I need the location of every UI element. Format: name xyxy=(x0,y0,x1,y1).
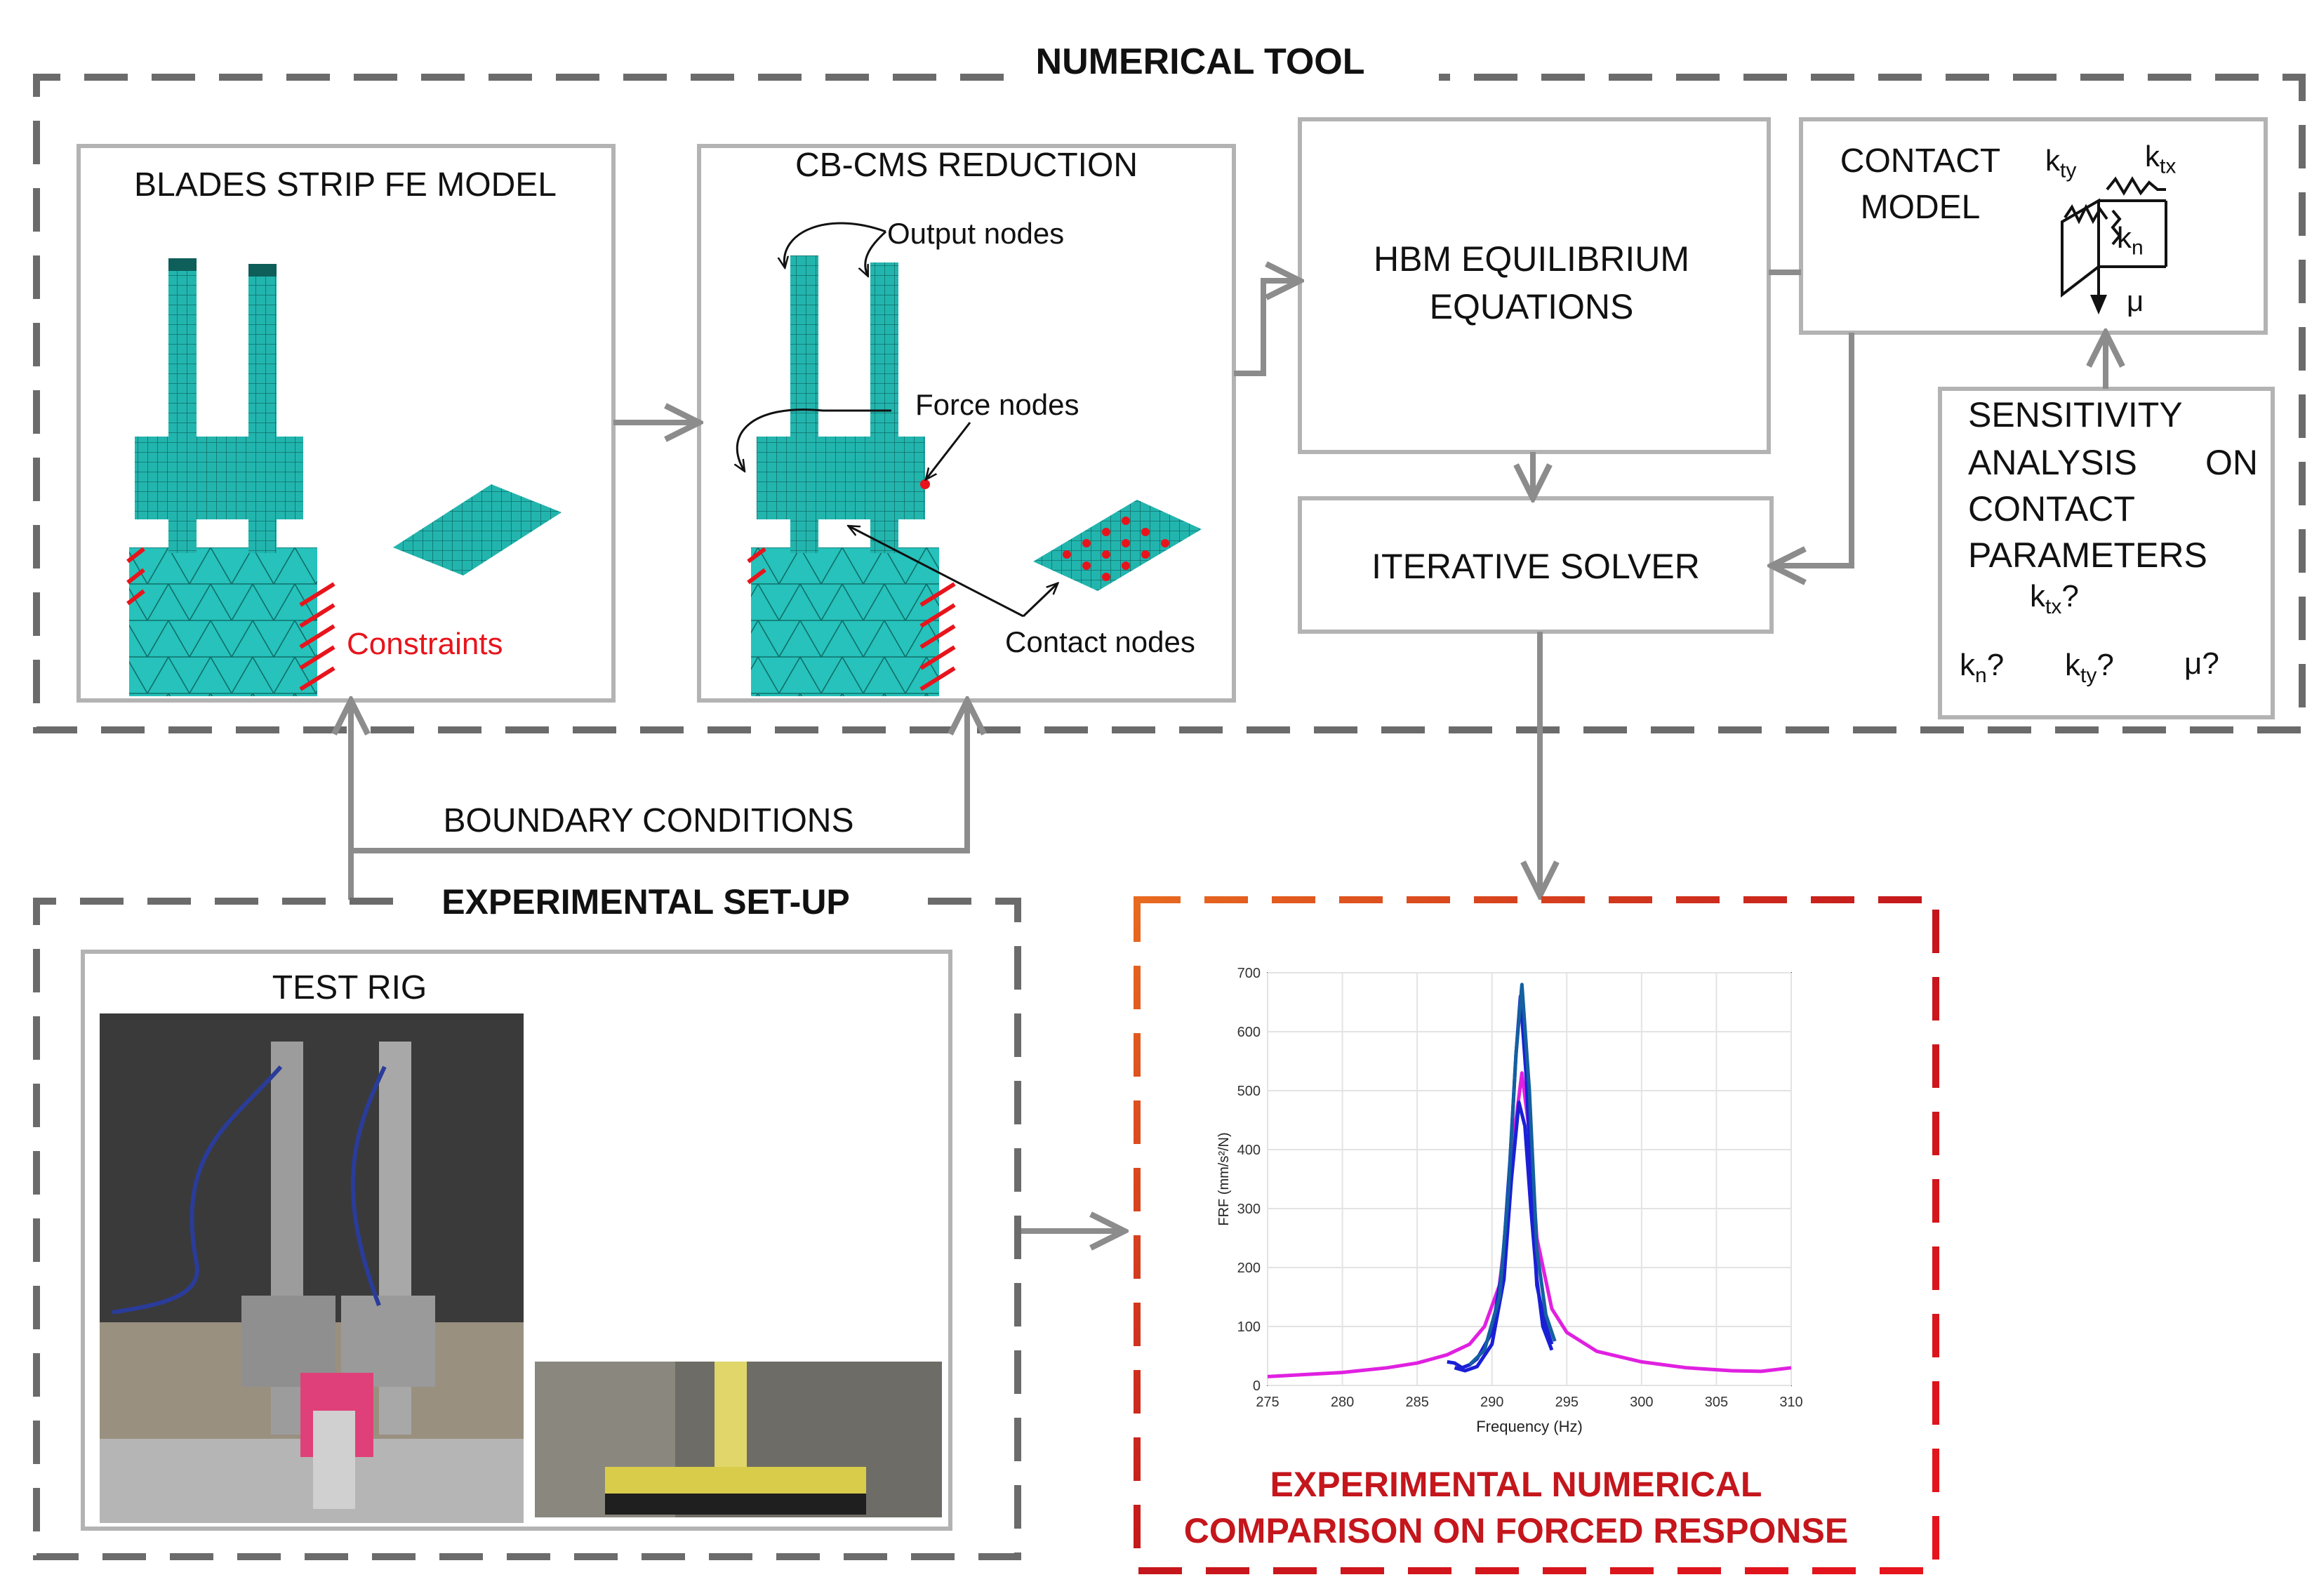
kn-label: kn xyxy=(2117,221,2144,260)
sensitivity-line4: PARAMETERS xyxy=(1968,536,2207,575)
y-tick-label: 300 xyxy=(1237,1202,1261,1217)
cbcms-mesh xyxy=(737,222,1202,696)
y-tick-label: 500 xyxy=(1237,1084,1261,1099)
y-tick-label: 400 xyxy=(1237,1143,1261,1158)
q-kn: kn? xyxy=(1960,648,2005,687)
hbm-box xyxy=(1298,117,1771,454)
contact-nodes-label: Contact nodes xyxy=(1005,625,1195,658)
kty-label: kty xyxy=(2045,144,2077,182)
x-tick-label: 310 xyxy=(1779,1395,1802,1410)
frf-ylabel: FRF (mm/s²/N) xyxy=(1216,1132,1232,1225)
contact-model-line1: CONTACT xyxy=(1840,142,2001,180)
contact-model-box xyxy=(1799,117,2268,335)
numerical-tool-frame xyxy=(33,74,2306,733)
x-tick-label: 300 xyxy=(1630,1395,1653,1410)
arrow-contact-to-solver xyxy=(1776,333,1854,566)
q-kty: kty? xyxy=(2065,648,2114,687)
y-tick-label: 700 xyxy=(1237,966,1261,981)
numerical-tool-title: NUMERICAL TOOL xyxy=(1035,41,1365,82)
q-ktx: ktx? xyxy=(2030,579,2079,618)
comparison-frame xyxy=(1134,896,1939,1574)
hbm-line1: HBM EQUILIBRIUM xyxy=(1373,239,1690,279)
output-nodes-label: Output nodes xyxy=(887,217,1065,250)
frf-chart: 275 280 285 290 295 300 305 310 0 100 200 300 400 500… xyxy=(1216,966,1803,1435)
iterative-solver-label: ITERATIVE SOLVER xyxy=(1371,547,1700,586)
mu-label: μ xyxy=(2127,284,2144,317)
frf-series-line-3 xyxy=(1454,1100,1554,1373)
comparison-line1: EXPERIMENTAL NUMERICAL xyxy=(1270,1465,1762,1504)
frf-series-line-4 xyxy=(1468,983,1557,1366)
hbm-line2: EQUATIONS xyxy=(1429,287,1634,326)
x-tick-label: 275 xyxy=(1256,1395,1279,1410)
arrow-boundary-conditions xyxy=(348,705,967,900)
contact-detail-photo xyxy=(535,1362,942,1517)
q-mu: μ? xyxy=(2184,646,2219,681)
x-tick-label: 280 xyxy=(1331,1395,1354,1410)
sensitivity-line2b: ON xyxy=(2205,443,2258,482)
contact-model-line2: MODEL xyxy=(1860,189,1981,226)
sensitivity-line3: CONTACT xyxy=(1968,489,2135,528)
constraints-label: Constraints xyxy=(347,627,503,661)
boundary-conditions-label: BOUNDARY CONDITIONS xyxy=(443,802,854,839)
solver-box xyxy=(1298,496,1774,634)
y-tick-label: 200 xyxy=(1237,1261,1261,1276)
contact-spring-icon xyxy=(2061,176,2167,309)
ktx-label: ktx xyxy=(2145,140,2177,178)
y-tick-label: 0 xyxy=(1253,1378,1261,1394)
frf-series-line-1 xyxy=(1267,1071,1792,1378)
fe-model-title: BLADES STRIP FE MODEL xyxy=(134,166,557,204)
x-tick-label: 290 xyxy=(1480,1395,1503,1410)
fe-model-mesh xyxy=(126,258,562,696)
comparison-line2: COMPARISON ON FORCED RESPONSE xyxy=(1183,1511,1849,1550)
test-rig-title: TEST RIG xyxy=(272,969,427,1006)
y-tick-label: 600 xyxy=(1237,1025,1261,1040)
cbcms-title: CB-CMS REDUCTION xyxy=(795,147,1138,184)
x-tick-label: 305 xyxy=(1705,1395,1728,1410)
sensitivity-line1: SENSITIVITY xyxy=(1968,395,2183,434)
x-tick-label: 285 xyxy=(1405,1395,1428,1410)
frf-xlabel: Frequency (Hz) xyxy=(1476,1418,1583,1435)
arrow-cbcms-to-hbm xyxy=(1234,281,1296,376)
sensitivity-line2a: ANALYSIS xyxy=(1968,443,2137,482)
force-nodes-label: Force nodes xyxy=(915,388,1079,421)
y-tick-label: 100 xyxy=(1237,1319,1261,1335)
x-tick-label: 295 xyxy=(1555,1395,1579,1410)
experimental-title: EXPERIMENTAL SET-UP xyxy=(441,882,850,922)
test-rig-photo xyxy=(100,1013,524,1523)
experimental-frame xyxy=(33,898,1021,1560)
